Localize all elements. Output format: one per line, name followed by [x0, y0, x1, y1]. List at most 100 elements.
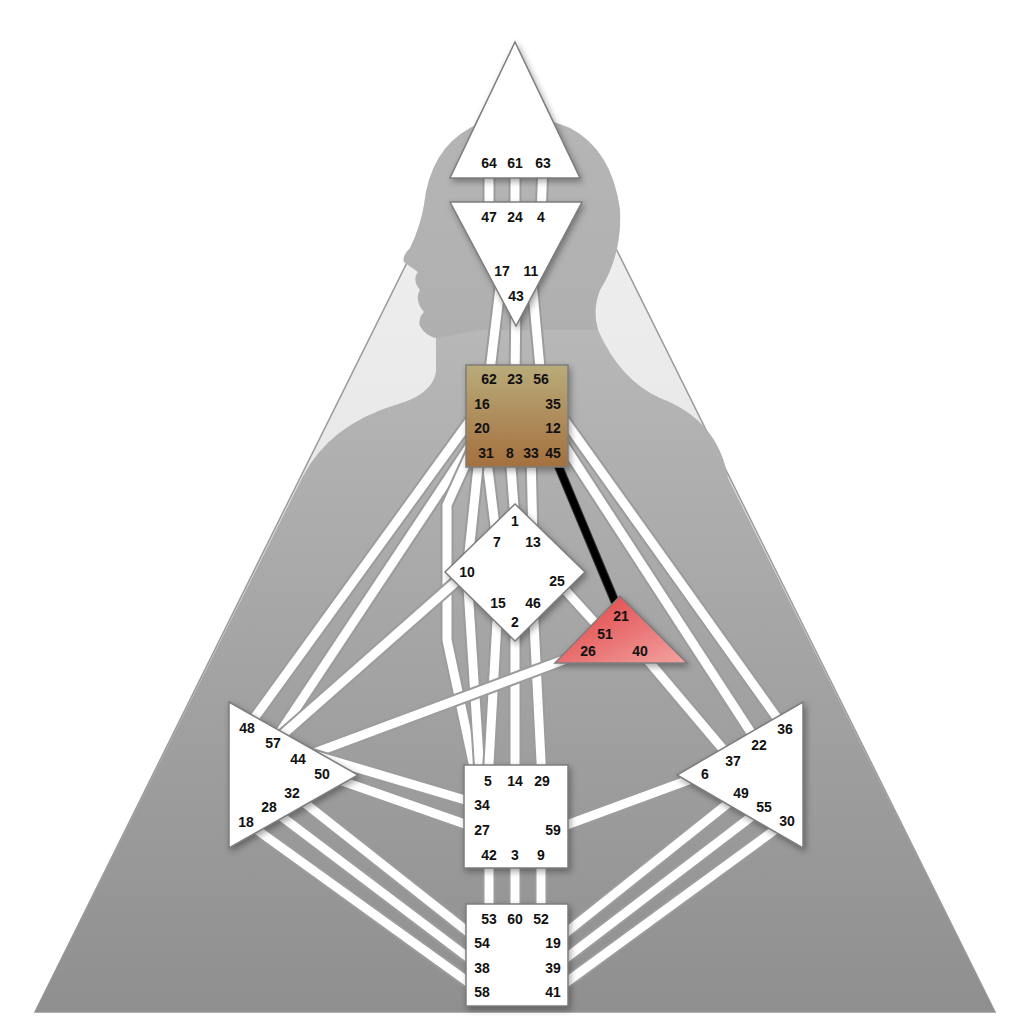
gate-number: 19	[545, 936, 561, 950]
gate-number: 16	[474, 397, 490, 411]
gate-number: 35	[545, 397, 561, 411]
gate-number: 55	[756, 800, 772, 814]
solar-plexus-center: 36 22 37 6 49 55 30	[677, 702, 803, 848]
gate-number: 20	[474, 421, 490, 435]
channel-fill	[553, 428, 759, 745]
heart-center: 21512640	[555, 596, 687, 663]
gate-number: 50	[314, 767, 330, 781]
gate-number: 25	[549, 574, 565, 588]
center-shape	[677, 702, 803, 848]
gate-number: 8	[506, 446, 514, 460]
channel	[246, 822, 482, 992]
channel	[553, 821, 787, 992]
channel-fill	[553, 774, 705, 830]
head-center: 646163	[450, 42, 580, 178]
gate-number: 28	[261, 800, 277, 814]
gate-number: 2	[511, 615, 519, 629]
channel	[298, 651, 588, 759]
gate-number: 11	[524, 264, 539, 278]
outer-triangle	[35, 45, 995, 1012]
channel-fill	[533, 603, 542, 781]
channel-fill	[553, 807, 764, 968]
gate-number: 42	[481, 848, 497, 862]
channel-fill	[553, 821, 787, 992]
gate-number: 52	[533, 912, 549, 926]
center-shape	[464, 765, 568, 868]
center-shape	[466, 365, 568, 467]
channel-fill	[640, 651, 733, 761]
channel-fill	[246, 822, 482, 992]
gate-number: 23	[507, 372, 523, 386]
gate-number: 32	[284, 786, 300, 800]
body-shape	[35, 117, 995, 1013]
channel-edge	[273, 572, 467, 743]
channel	[515, 622, 516, 781]
gate-number: 41	[545, 985, 561, 999]
spleen-center: 48 57 44 50 32 28 18	[229, 702, 358, 848]
gate-number: 60	[507, 912, 523, 926]
gate-number: 58	[474, 985, 490, 999]
channel	[553, 774, 705, 830]
gate-number: 45	[545, 446, 561, 460]
channel-edge	[553, 428, 759, 745]
gate-number: 7	[493, 535, 501, 549]
gate-number: 63	[535, 156, 551, 170]
channel-fill	[298, 651, 588, 759]
gate-number: 57	[265, 736, 281, 750]
gate-number: 48	[239, 721, 255, 735]
gate-number: 44	[290, 752, 306, 766]
center-shape	[450, 202, 582, 326]
gate-number: 4	[537, 210, 545, 224]
gate-number: 9	[537, 848, 545, 862]
gate-number: 13	[525, 535, 541, 549]
channel-edge	[447, 428, 482, 805]
gate-number: 49	[733, 786, 749, 800]
channel	[269, 807, 482, 968]
ajna-center: 47244171143	[450, 202, 582, 326]
sacral-center: 514293427594239	[464, 765, 568, 868]
gate-number: 40	[632, 644, 648, 658]
channel-fill	[511, 622, 520, 781]
gate-number: 59	[545, 823, 561, 837]
channel-edge	[553, 821, 787, 992]
channel-fill	[273, 572, 467, 743]
gate-number: 56	[533, 372, 549, 386]
channel-fill	[269, 807, 482, 968]
gate-number: 5	[484, 774, 492, 788]
gate-number: 17	[494, 264, 510, 278]
throat-center: 622356163520123183345	[466, 365, 568, 467]
channel-edge	[298, 651, 588, 759]
gate-number: 29	[534, 774, 550, 788]
gate-number: 14	[507, 774, 523, 788]
gate-number: 47	[481, 210, 497, 224]
center-shape	[466, 904, 568, 1006]
gate-number: 22	[751, 738, 767, 752]
channel	[447, 428, 482, 805]
channel-edge	[269, 807, 482, 968]
gate-number: 30	[779, 814, 795, 828]
gate-number: 18	[238, 815, 254, 829]
gate-number: 64	[481, 156, 497, 170]
gate-number: 36	[777, 722, 793, 736]
gate-number: 46	[525, 596, 541, 610]
g-center: 17 13 10 25 15 46 2	[445, 504, 585, 641]
center-shape	[445, 504, 585, 641]
channel-edge	[509, 622, 522, 781]
center-outline	[555, 596, 687, 663]
center-shape	[229, 702, 358, 848]
channel	[533, 603, 542, 781]
gate-number: 1	[511, 514, 519, 528]
gate-number: 37	[725, 754, 741, 768]
gate-number: 15	[490, 596, 506, 610]
channel	[553, 428, 759, 745]
channel-fill	[447, 428, 482, 805]
gate-number: 10	[459, 565, 475, 579]
gate-number: 26	[580, 644, 596, 658]
channel-edge	[553, 774, 705, 830]
channel	[640, 651, 733, 761]
root-center: 536052541938395841	[466, 904, 568, 1006]
gate-number: 24	[507, 210, 523, 224]
gate-number: 53	[481, 912, 497, 926]
gate-number: 6	[701, 767, 709, 781]
center-shape	[555, 596, 687, 663]
